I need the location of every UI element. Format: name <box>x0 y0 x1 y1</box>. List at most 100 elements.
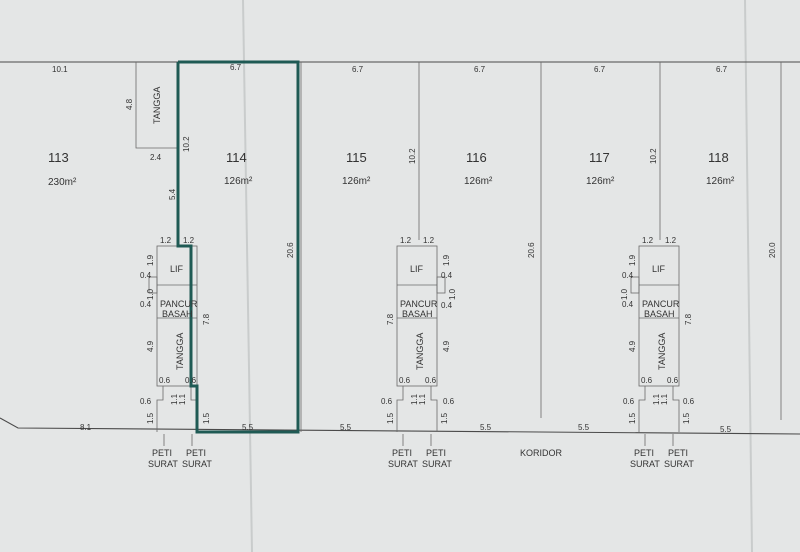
unit-number-114: 114 <box>226 150 247 165</box>
core-labels-115: 1.2 1.2 1.9 0.4 1.0 0.4 LIF PANCUR BASAH… <box>381 236 457 424</box>
core-dim-d11a: 1.1 <box>410 393 419 405</box>
core-labels-117: 1.2 1.2 1.9 0.4 1.0 0.4 LIF PANCUR BASAH… <box>620 236 695 424</box>
core-dim-d49: 4.9 <box>146 340 155 352</box>
depth-116: 20.6 <box>527 242 536 258</box>
core-dim-d11b: 1.1 <box>660 393 669 405</box>
party-wall-114: 10.2 <box>182 136 191 152</box>
stair-label: TANGGA <box>415 333 425 370</box>
core-dim-d06b: 0.6 <box>185 376 197 385</box>
core-dim-d06c: 0.6 <box>623 397 635 406</box>
top-width-118: 6.7 <box>716 65 728 74</box>
paper-fold-right <box>744 0 753 552</box>
bottom-boundary <box>0 417 800 435</box>
stair-label: TANGGA <box>657 333 667 370</box>
core-dim-d06d: 0.6 <box>443 397 455 406</box>
unit-number-113: 113 <box>48 150 69 165</box>
core-dim-w1: 1.2 <box>400 236 412 245</box>
depth-114: 20.6 <box>286 242 295 258</box>
core-dim-d04b: 0.4 <box>622 300 634 309</box>
unit-area-113: 230m² <box>48 177 77 188</box>
core-labels-114: 1.2 1.2 1.9 0.4 1.0 0.4 LIF PANCUR BASAH… <box>140 236 211 424</box>
core-dim-d19: 1.9 <box>146 254 155 266</box>
highlighted-lot-114 <box>176 60 300 434</box>
core-dim-d78: 7.8 <box>386 313 395 325</box>
service-core-115 <box>396 245 446 432</box>
bottom-width-114: 5.5 <box>242 423 254 432</box>
partial-depth-114: 5.4 <box>168 188 177 200</box>
wet-area-label-1: PANCUR <box>642 299 680 309</box>
unit-number-115: 115 <box>346 150 367 165</box>
core-dim-d04a: 0.4 <box>622 271 634 280</box>
mailbox-label-6b: SURAT <box>664 459 694 469</box>
top-width-116: 6.7 <box>474 65 486 74</box>
unit-number-118: 118 <box>708 150 729 165</box>
core-dim-w1: 1.2 <box>642 236 654 245</box>
core-dim-w2: 1.2 <box>423 236 435 245</box>
stair-label: TANGGA <box>175 333 185 370</box>
core-dim-d04b: 0.4 <box>441 301 453 310</box>
core-dim-d11b: 1.1 <box>418 393 427 405</box>
core-dim-d15a: 1.5 <box>628 412 637 424</box>
core-dim-d11a: 1.1 <box>170 393 179 405</box>
core-dim-d06c: 0.6 <box>381 397 393 406</box>
mailbox-label-1a: PETI <box>152 448 172 458</box>
core-dim-d19: 1.9 <box>628 254 637 266</box>
core-dim-d10: 1.0 <box>448 288 457 300</box>
lift-label: LIF <box>170 264 184 274</box>
bottom-width-113: 8.1 <box>80 423 92 432</box>
mailbox-label-5a: PETI <box>634 448 654 458</box>
bottom-width-118: 5.5 <box>720 425 732 434</box>
core-dim-d78: 7.8 <box>684 313 693 325</box>
core-dim-d06b: 0.6 <box>425 376 437 385</box>
mailbox-label-4a: PETI <box>426 448 446 458</box>
stair-corner-label: TANGGA <box>152 87 162 124</box>
top-width-114: 6.7 <box>230 63 242 72</box>
unit-number-116: 116 <box>466 150 487 165</box>
wet-area-label-2: BASAH <box>402 309 433 319</box>
mailbox-label-1b: SURAT <box>148 459 178 469</box>
wet-area-label-2: BASAH <box>162 309 193 319</box>
lift-label: LIF <box>410 264 424 274</box>
top-width-117: 6.7 <box>594 65 606 74</box>
core-dim-d06c: 0.6 <box>140 397 152 406</box>
core-dim-d11b: 1.1 <box>178 393 187 405</box>
depth-118: 20.0 <box>768 242 777 258</box>
unit-area-117: 126m² <box>586 176 615 187</box>
stair-corner-height: 4.8 <box>125 98 134 110</box>
mailbox-label-4b: SURAT <box>422 459 452 469</box>
bottom-width-116: 5.5 <box>480 423 492 432</box>
wet-area-label-1: PANCUR <box>160 299 198 309</box>
core-dim-w1: 1.2 <box>160 236 172 245</box>
stair-corner-outline <box>135 62 178 149</box>
bottom-width-115: 5.5 <box>340 423 352 432</box>
lift-label: LIF <box>652 264 666 274</box>
unit-area-116: 126m² <box>464 176 493 187</box>
top-width-115: 6.7 <box>352 65 364 74</box>
bottom-width-117: 5.5 <box>578 423 590 432</box>
unit-area-118: 126m² <box>706 176 735 187</box>
mailbox-label-2a: PETI <box>186 448 206 458</box>
core-dim-d10: 1.0 <box>146 288 155 300</box>
unit-area-115: 126m² <box>342 176 371 187</box>
core-dim-d06a: 0.6 <box>399 376 411 385</box>
mailbox-arrows <box>163 434 674 446</box>
core-dim-d19: 1.9 <box>442 254 451 266</box>
mailbox-label-3b: SURAT <box>388 459 418 469</box>
mailbox-label-3a: PETI <box>392 448 412 458</box>
core-dim-d15b: 1.5 <box>682 412 691 424</box>
core-dim-d15b: 1.5 <box>202 412 211 424</box>
service-core-117 <box>630 245 680 432</box>
core-dim-d06a: 0.6 <box>159 376 171 385</box>
mailbox-label-5b: SURAT <box>630 459 660 469</box>
core-dim-d06a: 0.6 <box>641 376 653 385</box>
mailbox-label-2b: SURAT <box>182 459 212 469</box>
unit-area-114: 126m² <box>224 176 253 187</box>
wet-area-label-2: BASAH <box>644 309 675 319</box>
party-wall-118: 10.2 <box>649 148 658 164</box>
mailbox-label-6a: PETI <box>668 448 688 458</box>
core-dim-d06b: 0.6 <box>667 376 679 385</box>
core-dim-w2: 1.2 <box>665 236 677 245</box>
core-dim-d06d: 0.6 <box>683 397 695 406</box>
